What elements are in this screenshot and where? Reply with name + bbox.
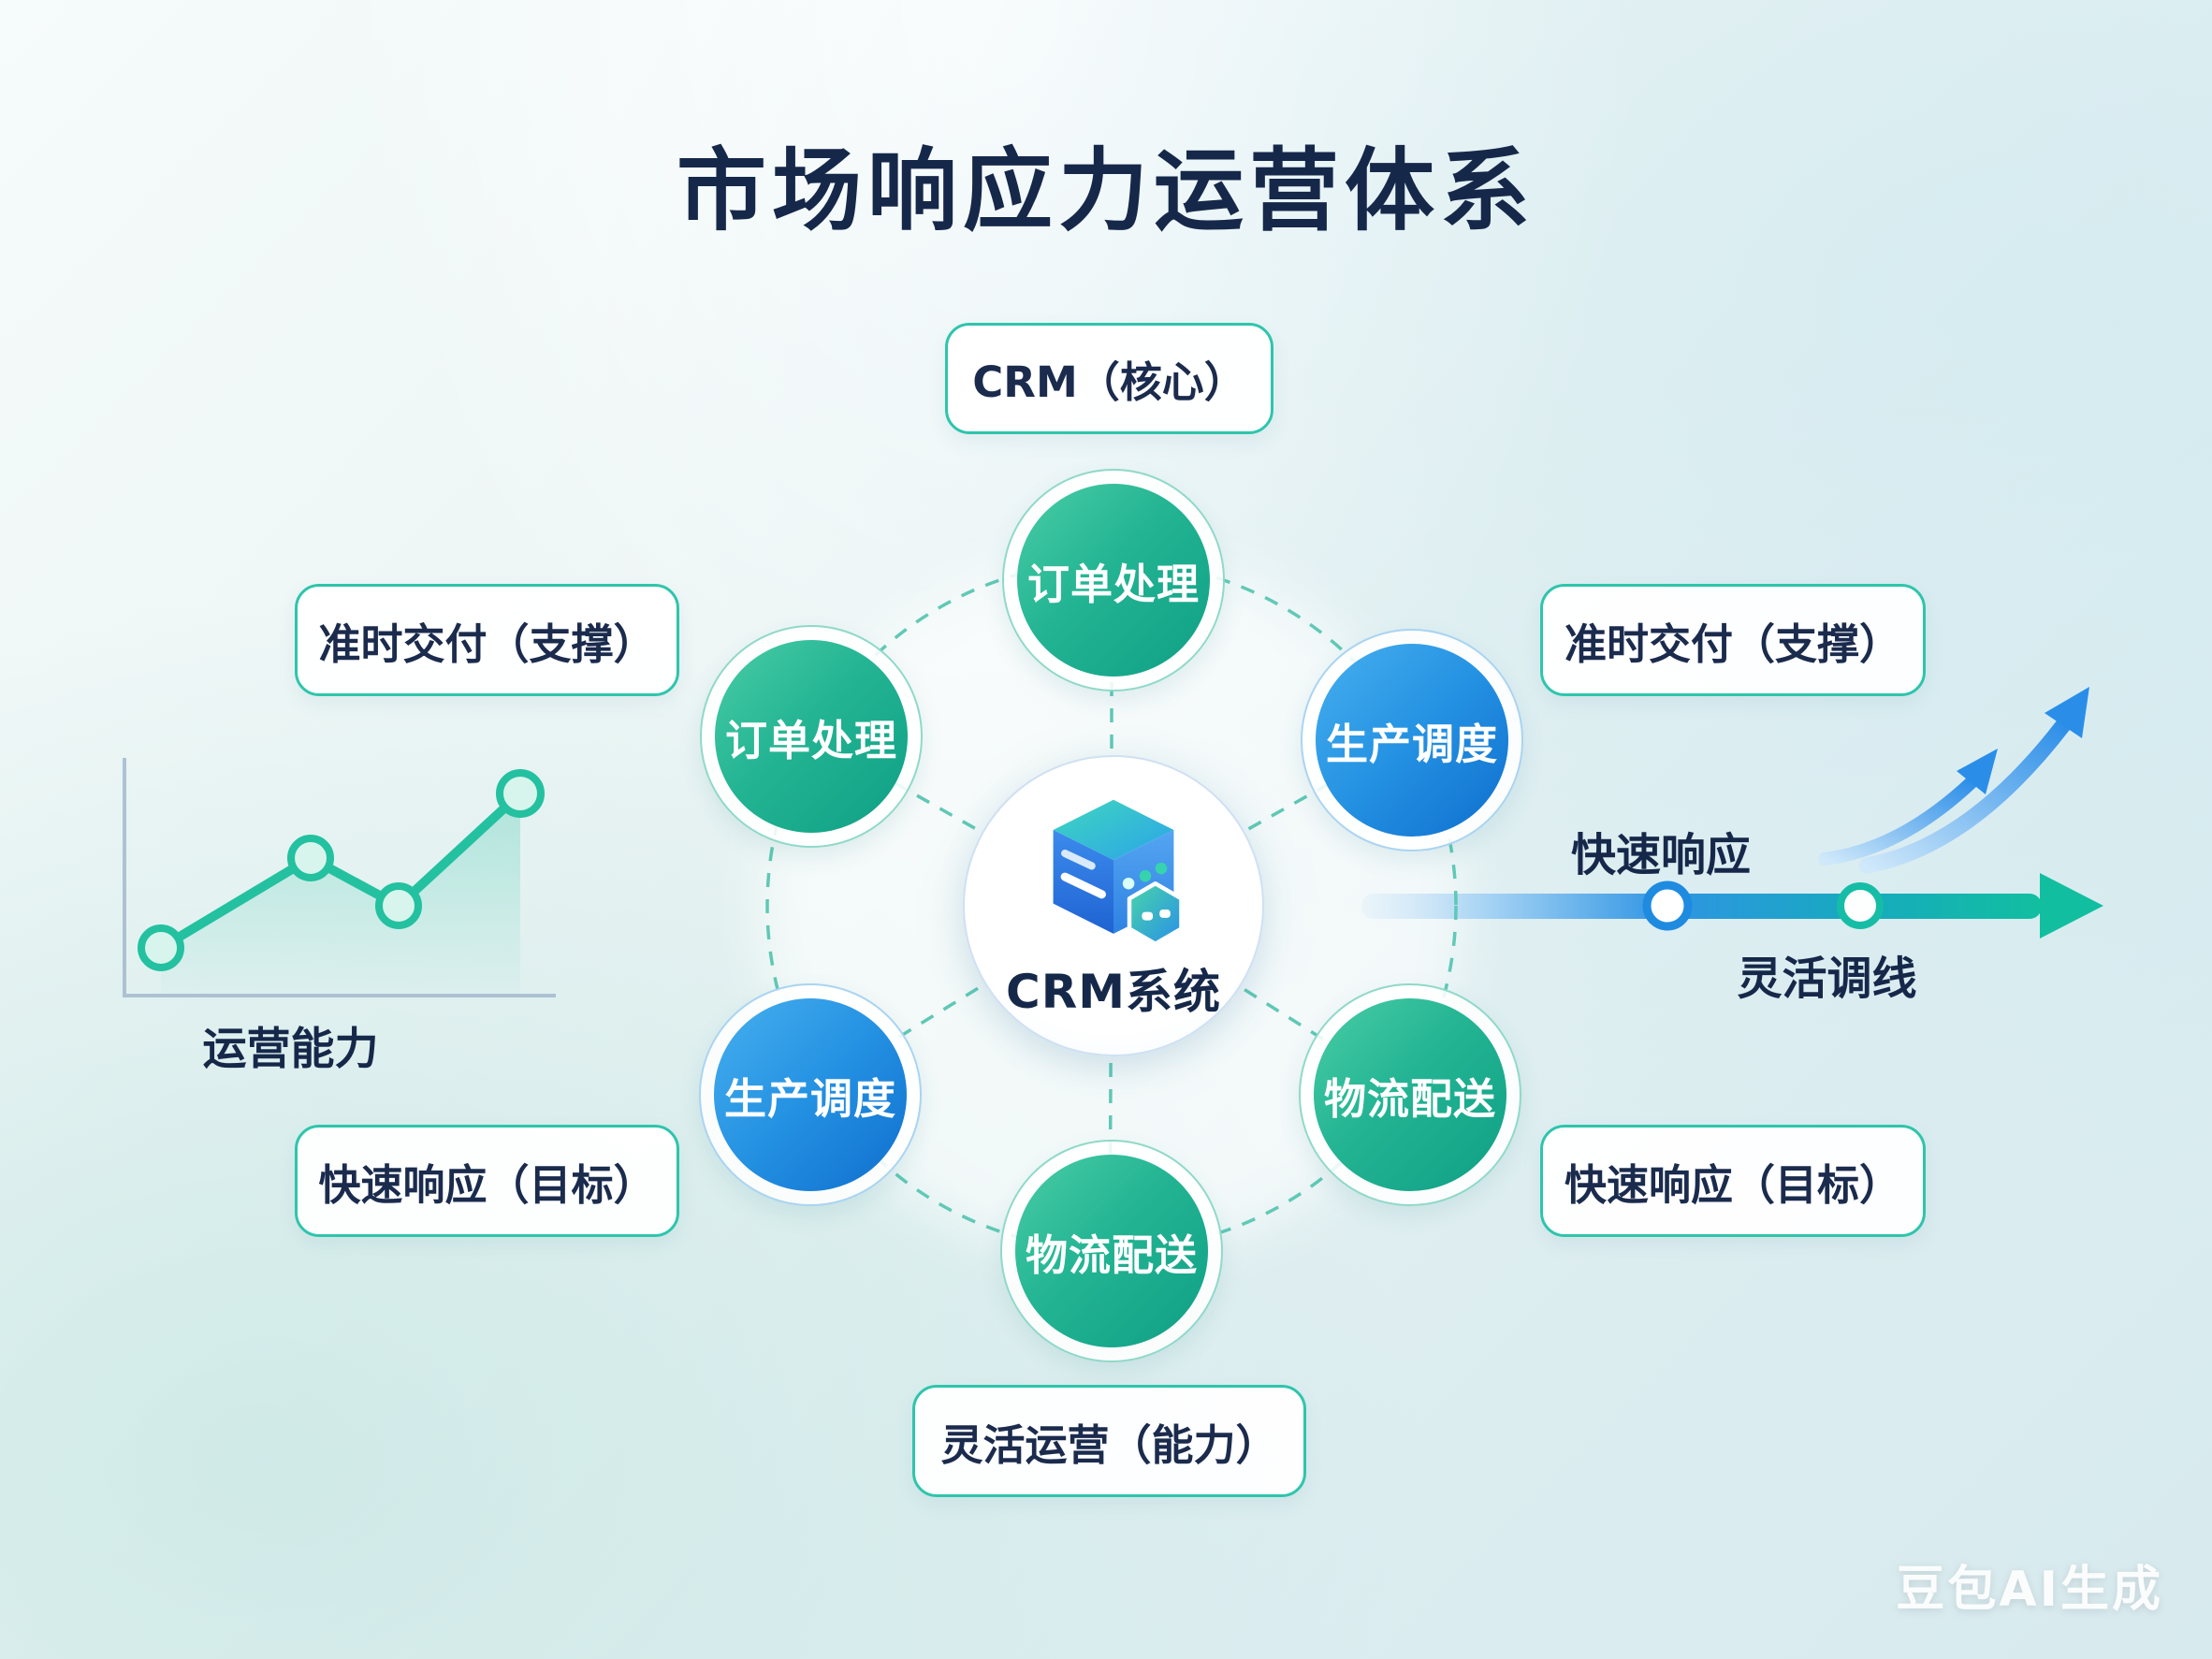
trend-chart: [123, 758, 556, 997]
crm-cube-icon: [1053, 799, 1184, 946]
petal-production-scheduling-right: 生产调度: [1301, 629, 1523, 851]
growth-arrow-large-curve: [1858, 717, 2072, 874]
chart-line: [156, 789, 525, 953]
petal-order-processing-top: 订单处理: [1002, 469, 1225, 691]
watermark: 豆包AI生成: [1896, 1562, 2163, 1618]
petal-label: 物流配送: [1314, 998, 1506, 1191]
chart-point: [138, 924, 184, 971]
petal-label: 生产调度: [1316, 644, 1508, 837]
callout-crm-core: CRM（核心）: [945, 323, 1273, 434]
chart-area: [161, 793, 520, 994]
growth-arrow-small-curve: [1818, 776, 1978, 866]
chart-points: [138, 769, 545, 971]
flow-node-fast: [1642, 880, 1693, 931]
callout-fast-response-right: 快速响应（目标）: [1540, 1125, 1926, 1237]
crm-hub: CRM系统: [963, 755, 1264, 1056]
chart-point: [496, 769, 545, 818]
flow-arrow: [1361, 873, 2103, 939]
chart-point: [375, 882, 422, 929]
growth-arrows: [1818, 687, 2089, 874]
chart-point: [287, 835, 334, 881]
callout-ontime-delivery-right: 准时交付（支撑）: [1540, 584, 1926, 696]
flow-node-flexible: [1837, 882, 1884, 929]
flow-arrowhead: [2040, 873, 2103, 939]
chart-axes: [123, 758, 556, 997]
hub-label: CRM系统: [1006, 965, 1221, 1019]
petal-label: 物流配送: [1015, 1155, 1208, 1347]
petal-order-processing-left: 订单处理: [700, 625, 923, 848]
callout-flexible-operation: 灵活运营（能力）: [912, 1385, 1306, 1497]
growth-arrow-small-head: [1957, 749, 1998, 794]
petal-label: 订单处理: [715, 640, 908, 833]
petal-label: 订单处理: [1017, 484, 1210, 677]
callout-fast-response-left: 快速响应（目标）: [295, 1125, 679, 1237]
callout-ontime-delivery-left: 准时交付（支撑）: [295, 584, 679, 696]
page-title: 市场响应力运营体系: [677, 138, 1535, 243]
chart-caption: 运营能力: [202, 1024, 379, 1075]
dashed-ring: [765, 560, 1458, 1252]
petal-logistics-delivery-bottom: 物流配送: [1000, 1140, 1223, 1362]
growth-arrow-large-head: [2045, 687, 2089, 738]
flow-label-flexible-line: 灵活调线: [1737, 953, 1917, 1005]
petal-production-scheduling-left: 生产调度: [699, 983, 922, 1206]
petal-logistics-delivery-right: 物流配送: [1299, 983, 1521, 1206]
petal-label: 生产调度: [714, 998, 907, 1191]
flow-label-fast-response: 快速响应: [1570, 829, 1751, 881]
